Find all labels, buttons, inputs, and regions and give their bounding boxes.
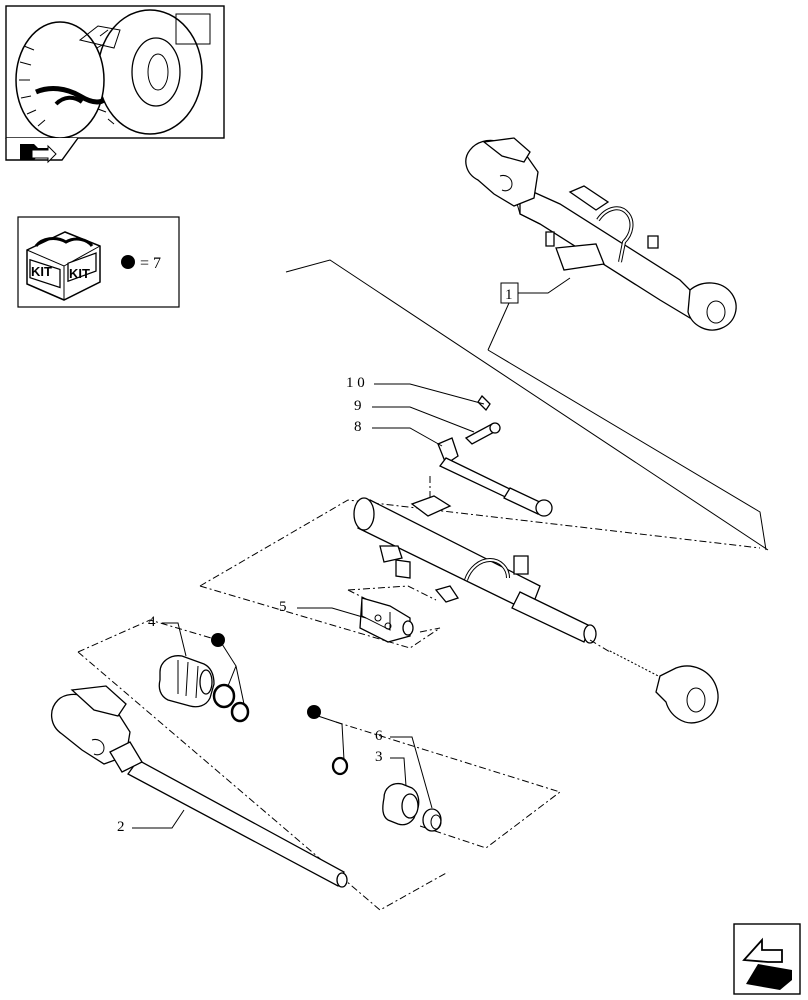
callout-label-3: 3 [375, 749, 383, 765]
part-2-rod-hook [51, 685, 348, 888]
callout-label-2: 2 [117, 819, 125, 835]
kit-quantity: = 7 [140, 255, 161, 272]
kit-bullet-icon [211, 633, 225, 647]
threaded-eye-end [607, 649, 719, 724]
callout-6: 6 [375, 728, 433, 809]
kit-bullet-icon [121, 255, 135, 269]
callout-5: 5 [279, 599, 367, 619]
callout-1: 1 [487, 277, 571, 351]
part-3-bushing [382, 782, 420, 826]
tractor-wheel-illustration [15, 9, 211, 139]
callout-label-9: 9 [354, 398, 362, 414]
part-6-seal [422, 808, 442, 832]
callout-label-1: 1 [505, 287, 513, 303]
assembled-top-link [465, 137, 737, 331]
callout-9: 9 [354, 398, 475, 433]
part-10-clip [477, 394, 491, 412]
callout-3: 3 [375, 749, 407, 787]
callout-label-10: 1 0 [346, 375, 365, 391]
valve-enclosure-2 [419, 627, 441, 633]
kit-label-left: KIT [31, 264, 52, 279]
part-9-pin [464, 422, 501, 445]
part-5-valve-block [359, 597, 414, 643]
callout-label-8: 8 [354, 419, 362, 435]
next-page-arrow-icon[interactable] [733, 923, 801, 995]
cylinder-enclosure [199, 499, 761, 649]
group-leader-line [285, 259, 769, 551]
callout-4: 4 [148, 614, 187, 657]
kit-bullet-icon [307, 705, 321, 719]
part-4-bellows [158, 655, 215, 708]
tractor-thumbnail[interactable] [5, 5, 225, 164]
kit-label-right: KIT [69, 266, 90, 281]
callout-2: 2 [117, 809, 185, 835]
cylinder-body [353, 495, 597, 644]
kit-snap-ring [307, 705, 349, 776]
navigation-arrow-icon[interactable] [20, 144, 57, 164]
lower-enclosure [77, 619, 562, 911]
callout-8: 8 [354, 419, 443, 447]
kit-o-rings [211, 633, 250, 723]
part-8-rod [437, 437, 553, 517]
kit-box-icon [26, 231, 101, 301]
assembly-axis-rod [589, 639, 611, 653]
callout-label-4: 4 [148, 614, 156, 630]
kit-legend: KIT KIT = 7 [17, 216, 180, 308]
callout-label-6: 6 [375, 728, 383, 744]
callout-10: 1 0 [346, 375, 485, 405]
callout-label-5: 5 [279, 599, 287, 615]
group-leader-line-2 [487, 349, 767, 551]
